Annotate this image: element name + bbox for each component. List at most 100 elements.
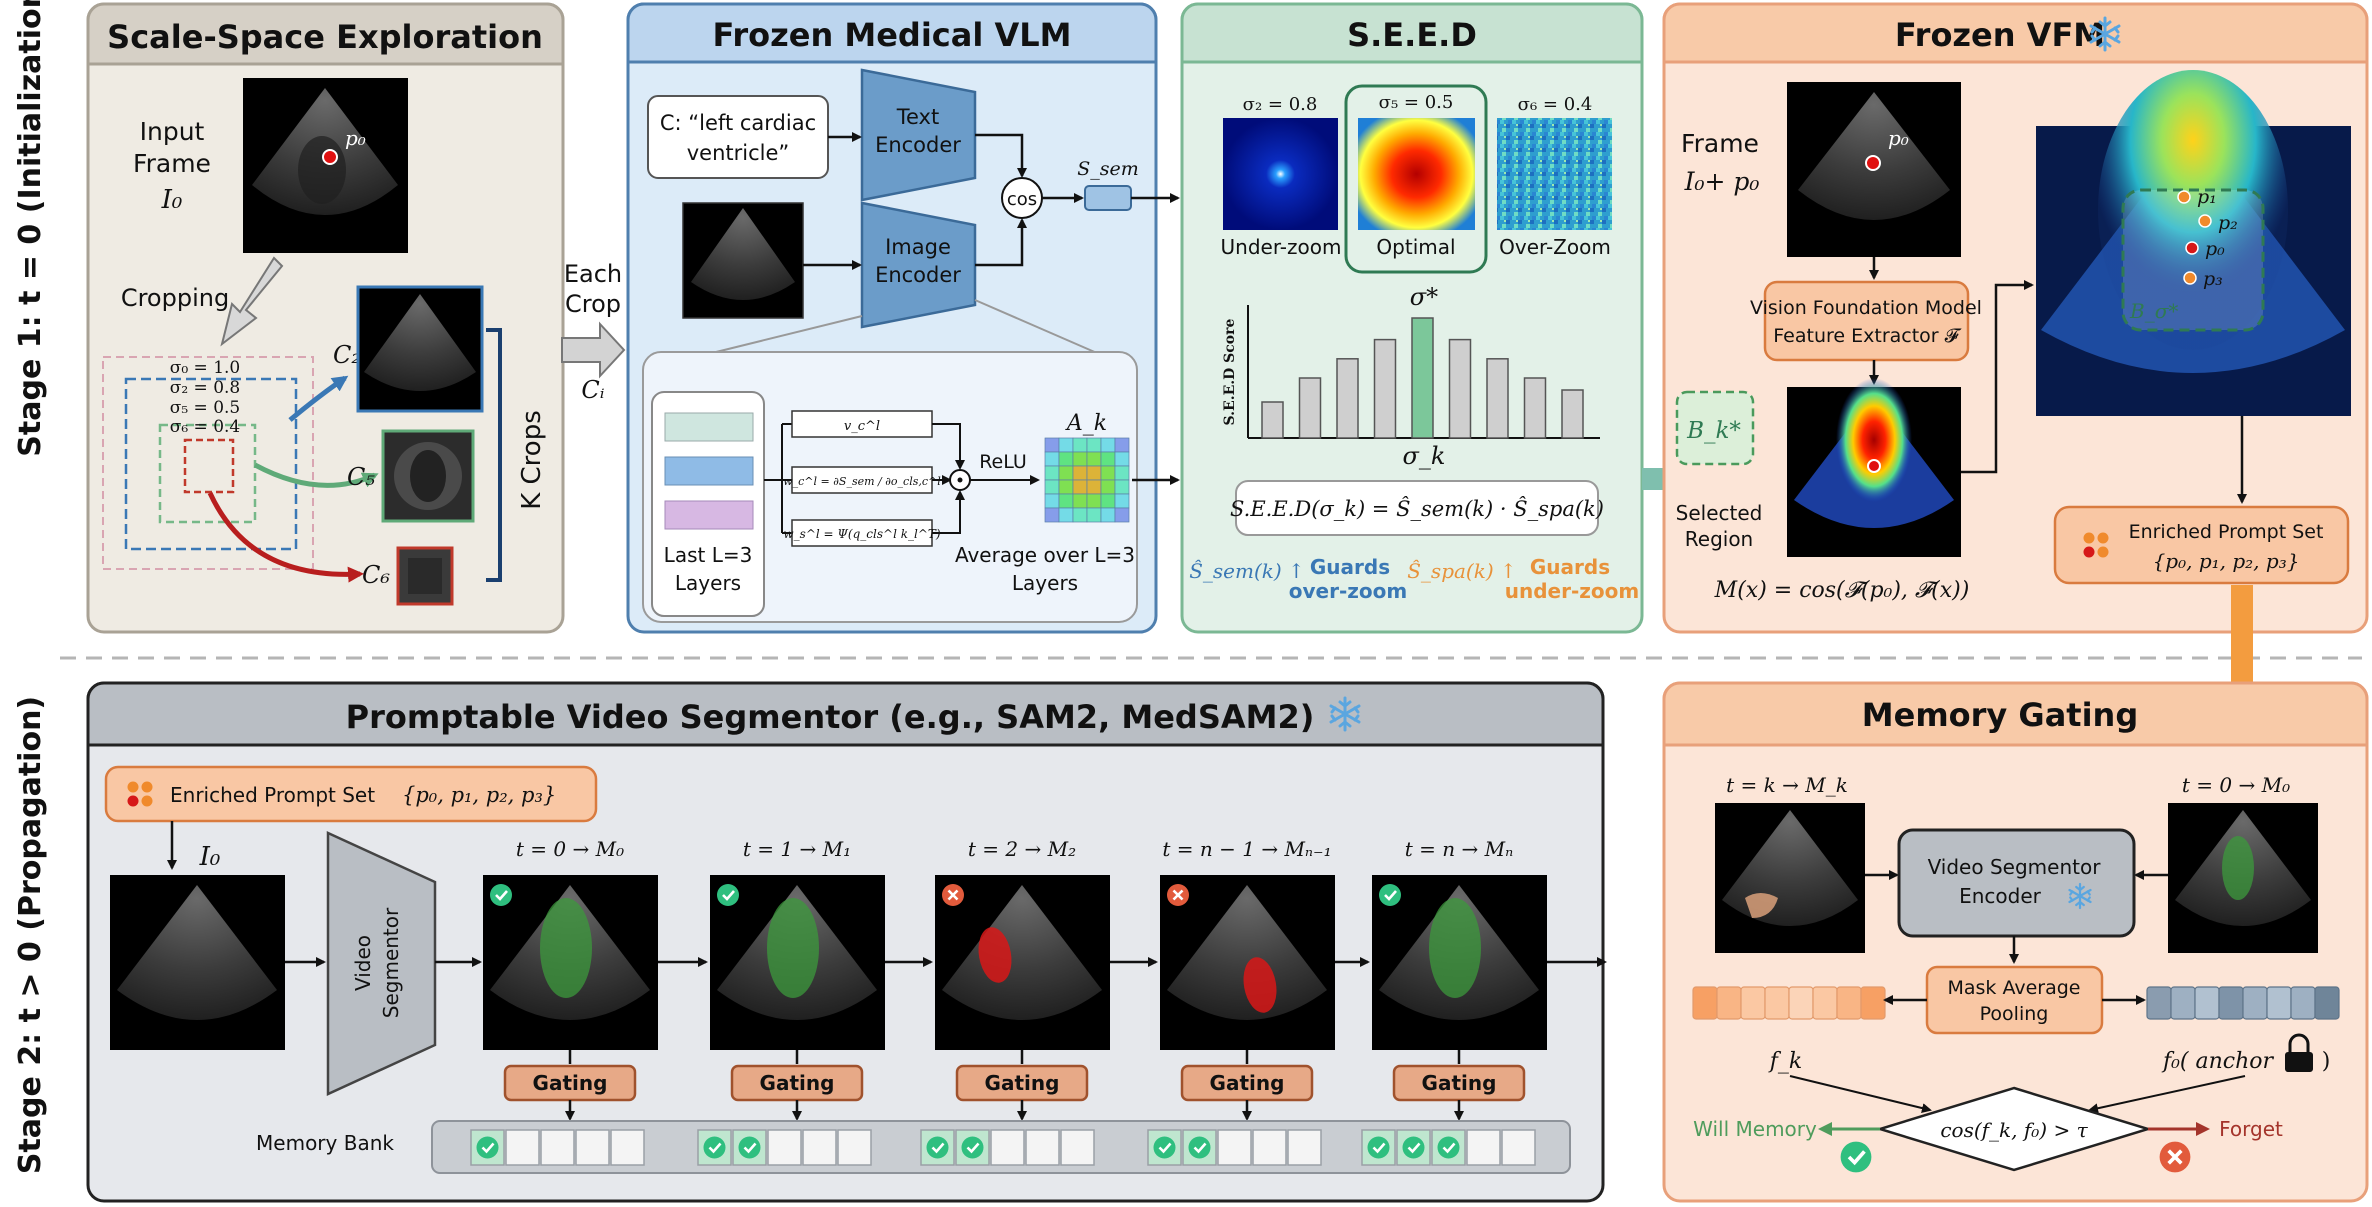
average-label-1: Average over L=3 xyxy=(955,543,1135,567)
feature-0-cell xyxy=(2218,986,2244,1020)
ak-cell xyxy=(1100,465,1116,481)
ak-grid xyxy=(1044,437,1130,523)
guard-sem-line-2: over-zoom xyxy=(1289,579,1407,603)
ak-cell xyxy=(1114,465,1130,481)
heatmap-under xyxy=(1223,118,1338,230)
sigma-k-label: σ_k xyxy=(1403,442,1446,470)
ak-cell xyxy=(1072,451,1088,467)
seed-formula: S.E.E.D(σ_k) = Ŝ_sem(k) · Ŝ_spa(k) xyxy=(1230,496,1604,521)
seed-formula-box xyxy=(1235,480,1599,536)
f0-close-label: ) xyxy=(2322,1049,2331,1074)
memory-slot xyxy=(610,1129,645,1166)
memory-slot xyxy=(1287,1129,1322,1166)
cropping-arrow xyxy=(220,256,284,347)
video-segmentor-block xyxy=(326,831,437,1096)
gating-title: Memory Gating xyxy=(1862,696,2138,734)
mask-wrong xyxy=(978,927,1012,983)
each-crop-label-2: Crop xyxy=(565,290,621,318)
crop-box-s0 xyxy=(102,356,314,570)
bk-label: B_k* xyxy=(1686,418,1741,444)
sigma-5: σ₅ = 0.5 xyxy=(170,398,241,418)
memory-check-icon xyxy=(1152,1135,1177,1160)
ak-cell xyxy=(1058,493,1074,509)
ak-cell xyxy=(1044,437,1060,453)
mask-pool-line-1: Mask Average xyxy=(1948,977,2081,999)
check-icon xyxy=(1377,882,1403,908)
feature-extractor-line-2: Feature Extractor 𝓕 xyxy=(1773,325,1962,347)
mask-pool-line-2: Pooling xyxy=(1980,1003,2049,1025)
input-frame-image: p₀ xyxy=(243,78,408,253)
ak-cell xyxy=(1044,493,1060,509)
ak-cell xyxy=(1086,507,1102,523)
s-sem-box xyxy=(1084,185,1132,211)
prompt-box xyxy=(647,95,829,179)
selected-label-2: Region xyxy=(1685,527,1753,551)
decision-diamond xyxy=(1875,1086,2153,1172)
crop-box-s5 xyxy=(158,423,257,524)
k-crops-brace xyxy=(486,328,502,582)
enriched-set-seg: {p₀, p₁, p₂, p₃} xyxy=(402,783,556,807)
seed-bar-3 xyxy=(1336,358,1359,439)
seed-bar-8 xyxy=(1523,377,1547,439)
layers-label-2: Layers xyxy=(675,571,741,595)
memory-slot xyxy=(1217,1129,1252,1166)
gating-label: Gating xyxy=(1210,1071,1285,1095)
crop-image-c6 xyxy=(396,546,454,606)
memory-slot xyxy=(990,1129,1025,1166)
gating-label: Gating xyxy=(533,1071,608,1095)
f0-label: f₀( anchor xyxy=(2161,1049,2275,1074)
bk-box xyxy=(1675,390,1755,466)
ak-cell xyxy=(1044,507,1060,523)
gate-encoder-line-1: Video Segmentor xyxy=(1928,855,2102,879)
optimal-frame xyxy=(1344,84,1488,274)
gate-frame-0 xyxy=(2168,803,2318,953)
input-frame-symbol: I₀ xyxy=(161,185,183,215)
seed-bar-1 xyxy=(1261,401,1284,439)
ak-cell xyxy=(1100,493,1116,509)
memory-slot xyxy=(575,1129,610,1166)
video-segmentor-label-2: Segmentor xyxy=(379,907,403,1018)
frame-label: t = 1 → M₁ xyxy=(743,837,851,861)
memory-slot xyxy=(767,1129,802,1166)
text-encoder xyxy=(860,68,977,202)
vfm-p0: p₀ xyxy=(2205,238,2225,260)
ak-cell xyxy=(1044,479,1060,495)
gate-encoder-box xyxy=(1897,828,2136,938)
memory-check-icon xyxy=(1366,1135,1391,1160)
ak-cell xyxy=(1114,437,1130,453)
vfm-frame-image: p₀ xyxy=(1787,82,1961,257)
memory-slot xyxy=(1252,1129,1287,1166)
forget-cross-icon xyxy=(2157,1139,2193,1175)
enriched-set-vfm: {p₀, p₁, p₂, p₃} xyxy=(2153,549,2300,573)
crop-label-c6: C₆ xyxy=(362,561,390,589)
selected-label-1: Selected xyxy=(1676,501,1763,525)
map-label-optimal: Optimal xyxy=(1376,235,1455,259)
feature-k-cell xyxy=(1764,986,1790,1020)
crop-arrow-c2 xyxy=(288,375,349,422)
gate-encoder-line-2: Encoder xyxy=(1959,884,2042,908)
ak-cell xyxy=(1058,465,1074,481)
guard-sem-symbol: Ŝ_sem(k) ↑ xyxy=(1189,558,1305,583)
scale-title: Scale-Space Exploration xyxy=(107,18,543,56)
seed-bar-9 xyxy=(1561,389,1584,439)
memory-check-icon xyxy=(475,1135,500,1160)
memory-check-icon xyxy=(960,1135,985,1160)
input-point-label: p₀ xyxy=(345,126,366,150)
seed-bar-6 xyxy=(1448,338,1472,439)
image-encoder-label-1: Image xyxy=(885,235,951,259)
feature-0-cell xyxy=(2170,986,2196,1020)
text-encoder-label-1: Text xyxy=(896,105,939,129)
ak-cell xyxy=(1114,451,1130,467)
input-frame-label-2: Frame xyxy=(133,149,211,178)
crop-arrow-c5 xyxy=(253,462,379,488)
formula-v: v_c^l xyxy=(844,419,880,434)
seed-bar-chart xyxy=(1247,305,1600,439)
prompt-line-2: ventricle” xyxy=(687,141,790,165)
cropping-label: Cropping xyxy=(121,284,229,312)
gate-tk-label: t = k → M_k xyxy=(1726,773,1848,797)
average-label-2: Layers xyxy=(1012,571,1078,595)
memory-gating-panel: Memory Gating t = k → M_k t = 0 → M₀ Vid… xyxy=(1662,681,2369,1203)
seed-title: S.E.E.D xyxy=(1347,16,1477,54)
each-crop-label-1: Each xyxy=(564,260,622,288)
